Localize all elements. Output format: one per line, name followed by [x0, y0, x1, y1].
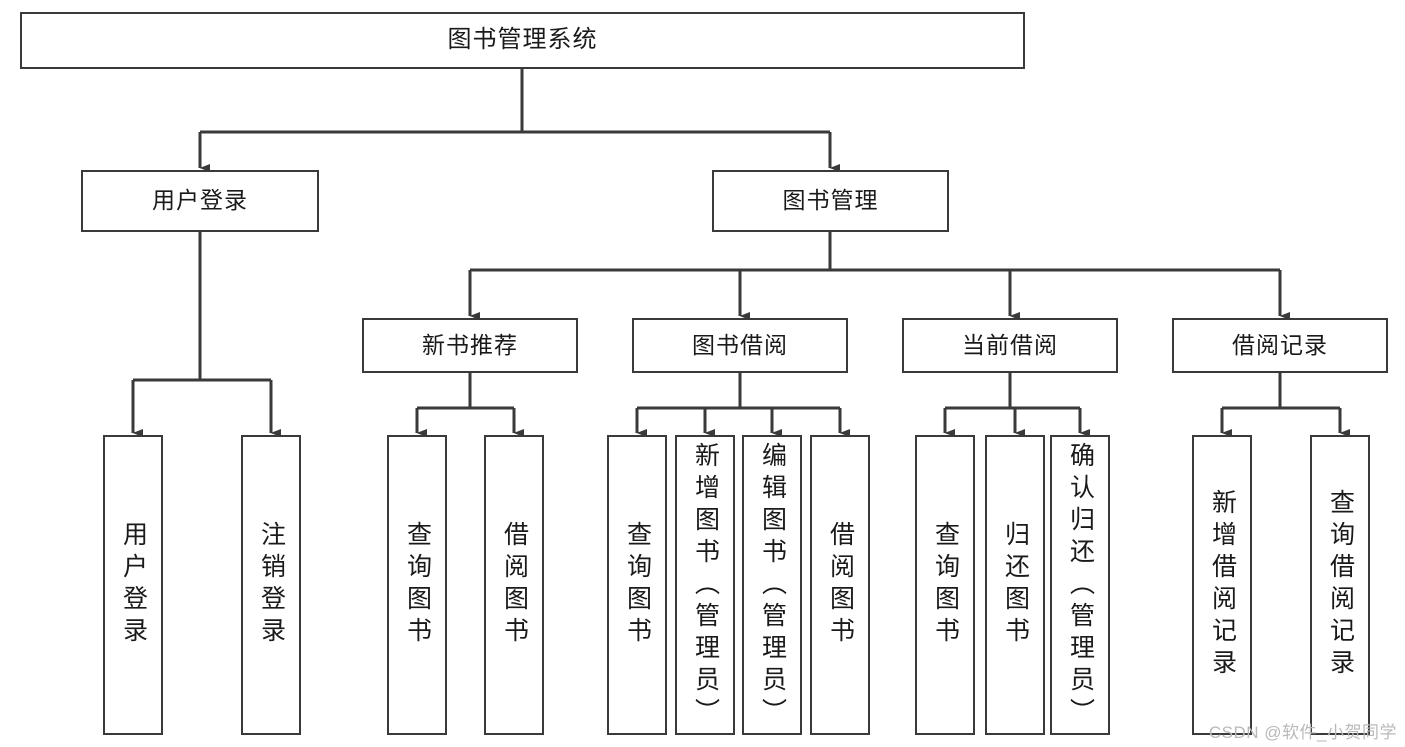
leaf-query-book-current[interactable]: 查询图书	[915, 435, 975, 735]
node-user-login[interactable]: 用户登录	[81, 170, 319, 232]
leaf-borrow-book[interactable]: 借阅图书	[810, 435, 870, 735]
node-label: 用户登录	[152, 187, 248, 214]
leaf-query-borrow-record[interactable]: 查询借阅记录	[1310, 435, 1370, 735]
node-label: 用户登录	[119, 521, 148, 649]
node-label: 注销登录	[257, 521, 286, 649]
node-label: 新书推荐	[422, 331, 518, 358]
node-label: 归还图书	[1001, 521, 1030, 649]
watermark: CSDN @软件_小贺同学	[1208, 723, 1397, 742]
leaf-logout[interactable]: 注销登录	[241, 435, 301, 735]
node-label: 查询图书	[623, 521, 652, 649]
leaf-add-borrow-record[interactable]: 新增借阅记录	[1192, 435, 1252, 735]
node-borrow-record[interactable]: 借阅记录	[1172, 318, 1388, 373]
node-label: 图书管理系统	[447, 26, 598, 54]
node-current-borrow[interactable]: 当前借阅	[902, 318, 1118, 373]
leaf-confirm-return-admin[interactable]: 确认归还（管理员）	[1050, 435, 1110, 735]
node-label: 新增借阅记录	[1208, 489, 1237, 681]
leaf-edit-book-admin[interactable]: 编辑图书（管理员）	[742, 435, 802, 735]
leaf-borrow-book-recommend[interactable]: 借阅图书	[484, 435, 544, 735]
node-label: 当前借阅	[962, 331, 1058, 358]
leaf-add-book-admin[interactable]: 新增图书（管理员）	[675, 435, 735, 735]
node-label: 图书借阅	[692, 331, 788, 358]
node-book-management[interactable]: 图书管理	[712, 170, 949, 232]
node-label: 借阅记录	[1232, 331, 1328, 358]
node-label: 查询图书	[931, 521, 960, 649]
node-book-borrow[interactable]: 图书借阅	[632, 318, 848, 373]
node-label: 确认归还（管理员）	[1066, 442, 1095, 730]
node-new-book-recommend[interactable]: 新书推荐	[362, 318, 578, 373]
node-label: 编辑图书（管理员）	[758, 442, 787, 730]
leaf-user-login[interactable]: 用户登录	[103, 435, 163, 735]
node-label: 查询图书	[403, 521, 432, 649]
node-label: 借阅图书	[826, 521, 855, 649]
node-label: 借阅图书	[500, 521, 529, 649]
node-root-system[interactable]: 图书管理系统	[20, 12, 1025, 69]
node-label: 新增图书（管理员）	[691, 442, 720, 730]
node-label: 查询借阅记录	[1326, 489, 1355, 681]
leaf-query-book-recommend[interactable]: 查询图书	[387, 435, 447, 735]
leaf-query-book-borrow[interactable]: 查询图书	[607, 435, 667, 735]
node-label: 图书管理	[782, 187, 879, 214]
leaf-return-book[interactable]: 归还图书	[985, 435, 1045, 735]
